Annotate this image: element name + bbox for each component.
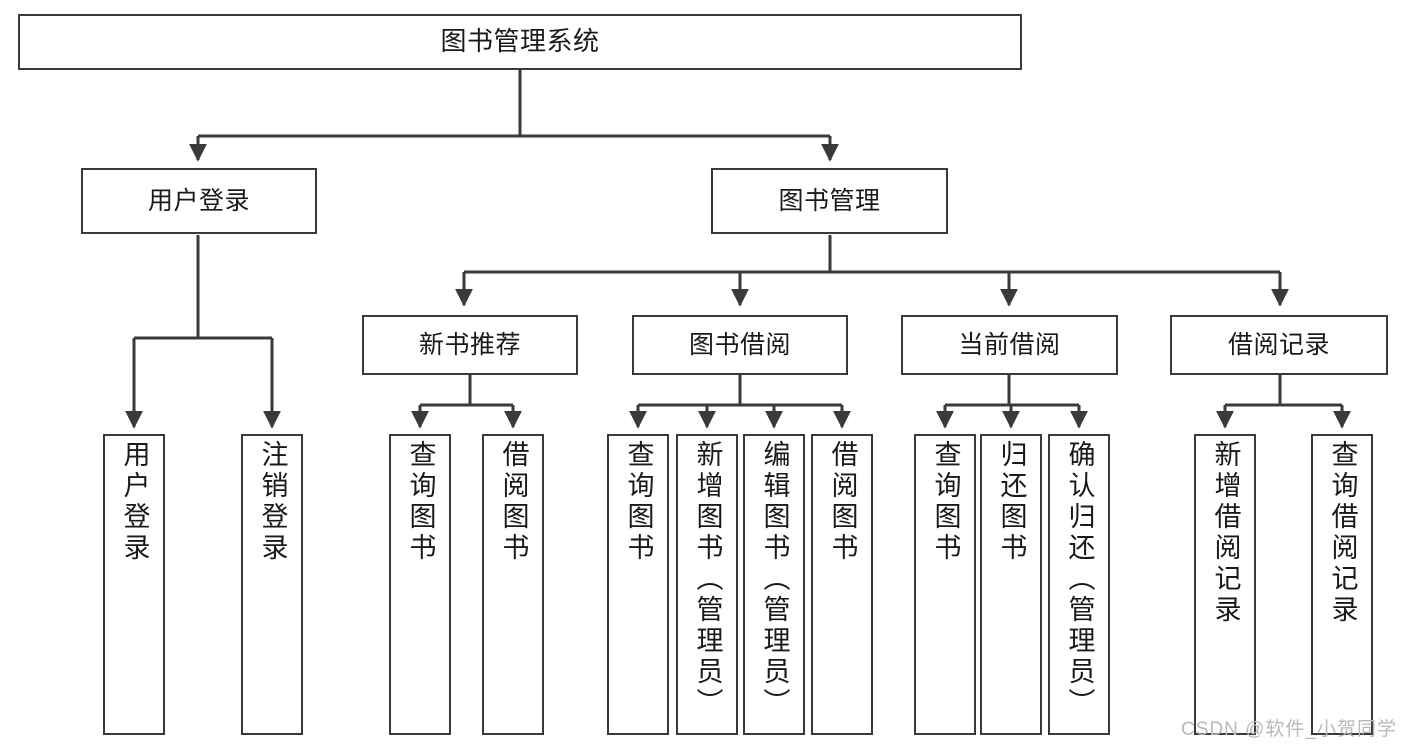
node-leaf-return-book[interactable]: 归还图书: [980, 434, 1042, 735]
node-label: 借阅图书: [827, 440, 858, 564]
node-leaf-borrow-book-1[interactable]: 借阅图书: [482, 434, 544, 735]
node-leaf-confirm-return[interactable]: 确认归还（管理员）: [1048, 434, 1110, 735]
node-label: 当前借阅: [958, 330, 1061, 359]
node-label: 查询图书: [405, 440, 436, 564]
node-label: 图书管理: [778, 186, 881, 215]
node-book-management[interactable]: 图书管理: [711, 168, 948, 234]
node-label: 图书借阅: [688, 330, 791, 359]
node-leaf-borrow-book-2[interactable]: 借阅图书: [811, 434, 873, 735]
node-leaf-query-book-1[interactable]: 查询图书: [389, 434, 451, 735]
node-label: 归还图书: [996, 440, 1027, 564]
node-book-borrow[interactable]: 图书借阅: [632, 315, 848, 375]
node-label: 查询图书: [623, 440, 654, 564]
node-label: 查询借阅记录: [1327, 440, 1358, 626]
node-new-book-recommend[interactable]: 新书推荐: [362, 315, 578, 375]
node-label: 新书推荐: [418, 330, 521, 359]
node-user-login[interactable]: 用户登录: [81, 168, 317, 234]
node-leaf-add-record[interactable]: 新增借阅记录: [1194, 434, 1256, 735]
node-label: 借阅图书: [498, 440, 529, 564]
node-leaf-add-book[interactable]: 新增图书（管理员）: [676, 434, 738, 735]
node-label: 图书管理系统: [440, 26, 600, 57]
node-label: 编辑图书（管理员）: [759, 440, 790, 719]
node-label: 新增图书（管理员）: [692, 440, 723, 719]
node-current-borrow[interactable]: 当前借阅: [901, 315, 1118, 375]
node-leaf-edit-book[interactable]: 编辑图书（管理员）: [743, 434, 805, 735]
node-label: 查询图书: [930, 440, 961, 564]
node-label: 确认归还（管理员）: [1064, 440, 1095, 719]
node-leaf-user-login[interactable]: 用户登录: [103, 434, 165, 735]
node-label: 用户登录: [147, 186, 250, 215]
node-label: 借阅记录: [1227, 330, 1330, 359]
node-borrow-record[interactable]: 借阅记录: [1170, 315, 1388, 375]
node-leaf-query-record[interactable]: 查询借阅记录: [1311, 434, 1373, 735]
node-label: 注销登录: [257, 440, 288, 564]
node-label: 用户登录: [119, 440, 150, 564]
node-root-book-management-system[interactable]: 图书管理系统: [18, 14, 1022, 70]
node-leaf-user-logout[interactable]: 注销登录: [241, 434, 303, 735]
node-leaf-query-book-2[interactable]: 查询图书: [607, 434, 669, 735]
node-label: 新增借阅记录: [1210, 440, 1241, 626]
node-leaf-query-book-3[interactable]: 查询图书: [914, 434, 976, 735]
